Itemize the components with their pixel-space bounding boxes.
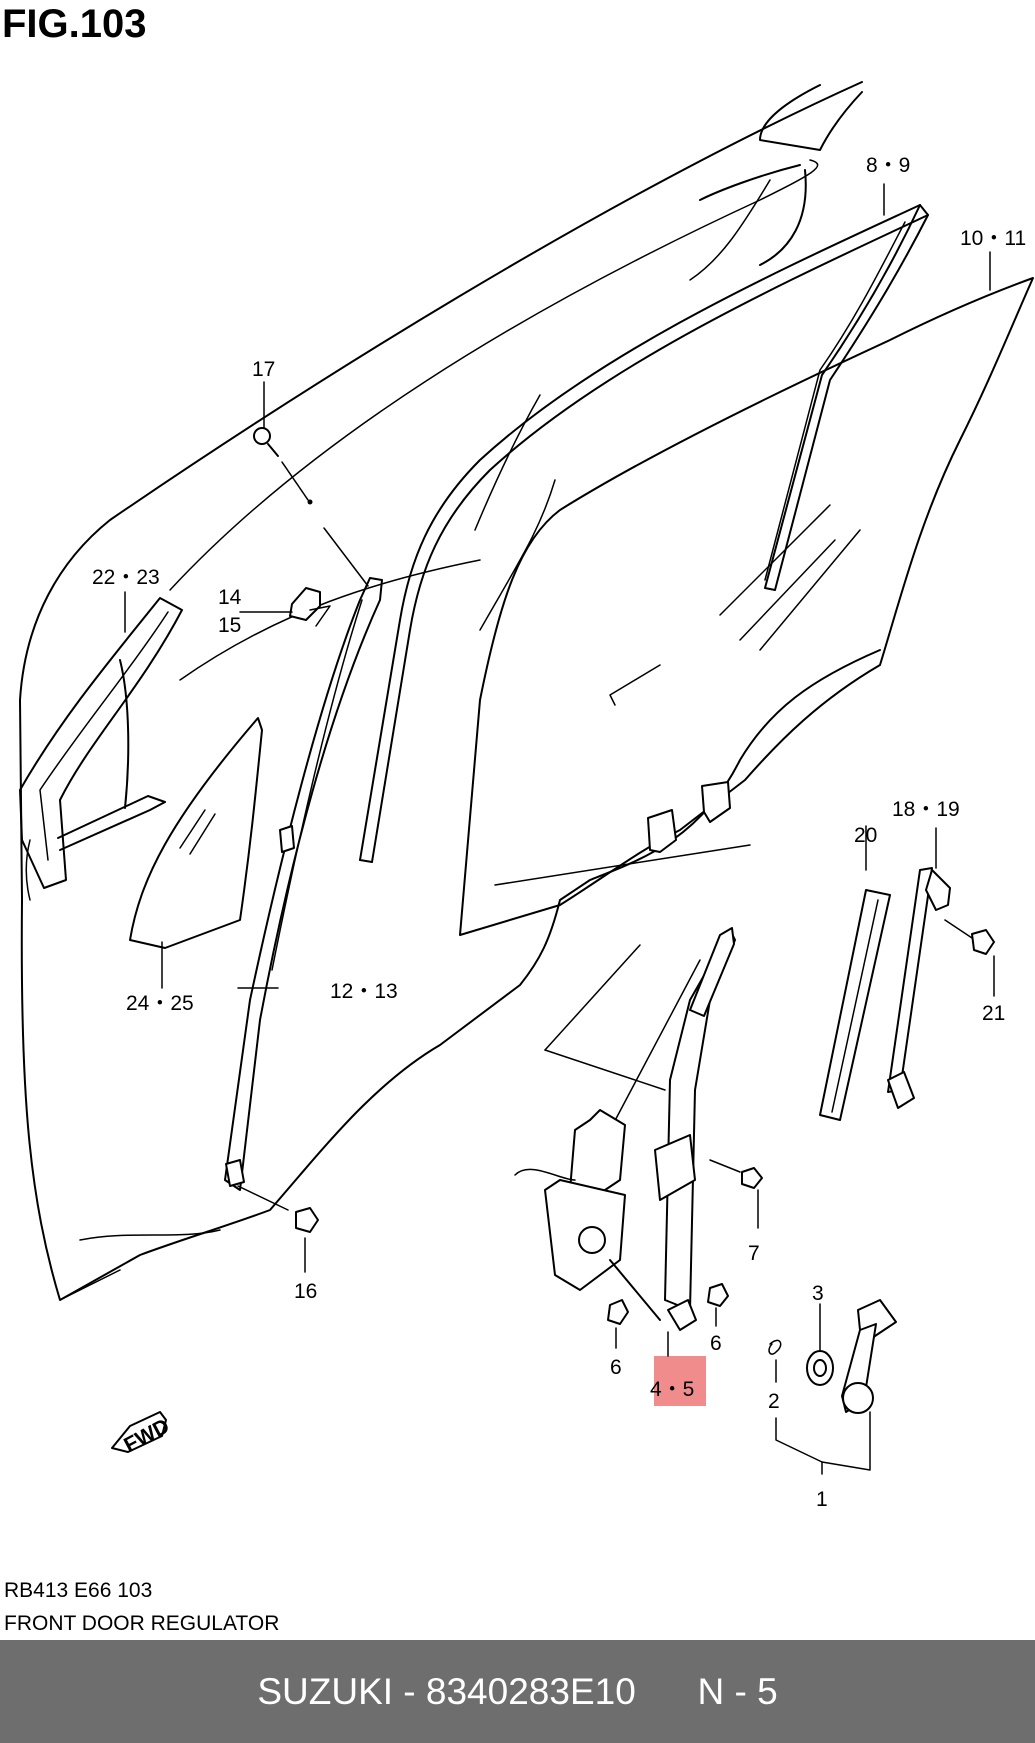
callout-12-13: 12・13: [330, 980, 398, 1003]
callout-14: 14: [218, 586, 242, 609]
caption-code: RB413 E66 103: [4, 1579, 153, 1602]
figure-caption: RB413 E66 103 FRONT DOOR REGULATOR: [4, 1574, 279, 1640]
rear-channel-18-19: [887, 867, 995, 1109]
bolt-16: [237, 1185, 319, 1233]
callout-3: 3: [812, 1282, 824, 1305]
figure-title: FIG.103: [2, 2, 147, 46]
callout-4-5: 4・5: [650, 1378, 694, 1401]
footer-part-number: SUZUKI - 8340283E10: [257, 1670, 636, 1712]
callout-8-9: 8・9: [866, 154, 910, 177]
front-channel-12-13: [224, 577, 383, 1191]
clip-2: [768, 1339, 782, 1355]
nuts-6: [607, 1283, 729, 1325]
callout-6a: 6: [610, 1356, 622, 1379]
window-handle-1: [841, 1299, 897, 1414]
callout-7: 7: [748, 1242, 760, 1265]
callout-15: 15: [218, 614, 241, 637]
callout-2: 2: [768, 1390, 780, 1413]
quarter-weatherstrip-22-23: [19, 597, 183, 889]
callout-18-19: 18・19: [892, 798, 960, 821]
callout-16: 16: [294, 1280, 317, 1303]
footer-bar: SUZUKI - 8340283E10 N - 5: [0, 1640, 1035, 1743]
run-channel-8-9: [359, 204, 929, 863]
callout-10-11: 10・11: [960, 227, 1026, 250]
footer-page: N - 5: [697, 1670, 778, 1712]
washer-3: [806, 1350, 834, 1386]
callout-20: 20: [854, 824, 877, 847]
caption-name: FRONT DOOR REGULATOR: [4, 1612, 280, 1635]
footer-gap: [636, 1671, 698, 1713]
callout-21: 21: [982, 1002, 1005, 1025]
quarter-glass-24-25: [129, 717, 263, 949]
door-panel: [19, 81, 881, 1301]
fwd-arrow-icon: FWD: [111, 1411, 173, 1457]
exploded-parts-diagram: FWD 8・9 10・11 17 22・23 14 15 18・19 20 12…: [19, 81, 1034, 1511]
bolt-7: [709, 1159, 763, 1189]
callout-17: 17: [252, 358, 275, 381]
window-regulator-4-5: [494, 844, 751, 1331]
rear-sash-20: [819, 889, 891, 1121]
callout-6b: 6: [710, 1332, 722, 1355]
callout-22-23: 22・23: [92, 566, 160, 589]
highlight-box: [654, 1356, 706, 1406]
callout-1: 1: [816, 1488, 828, 1511]
clip-14-15: [239, 587, 331, 627]
door-glass-10-11: [459, 277, 1034, 936]
callout-24-25: 24・25: [126, 992, 194, 1015]
leader-lines: [124, 183, 995, 1475]
screw-17: [253, 427, 369, 587]
